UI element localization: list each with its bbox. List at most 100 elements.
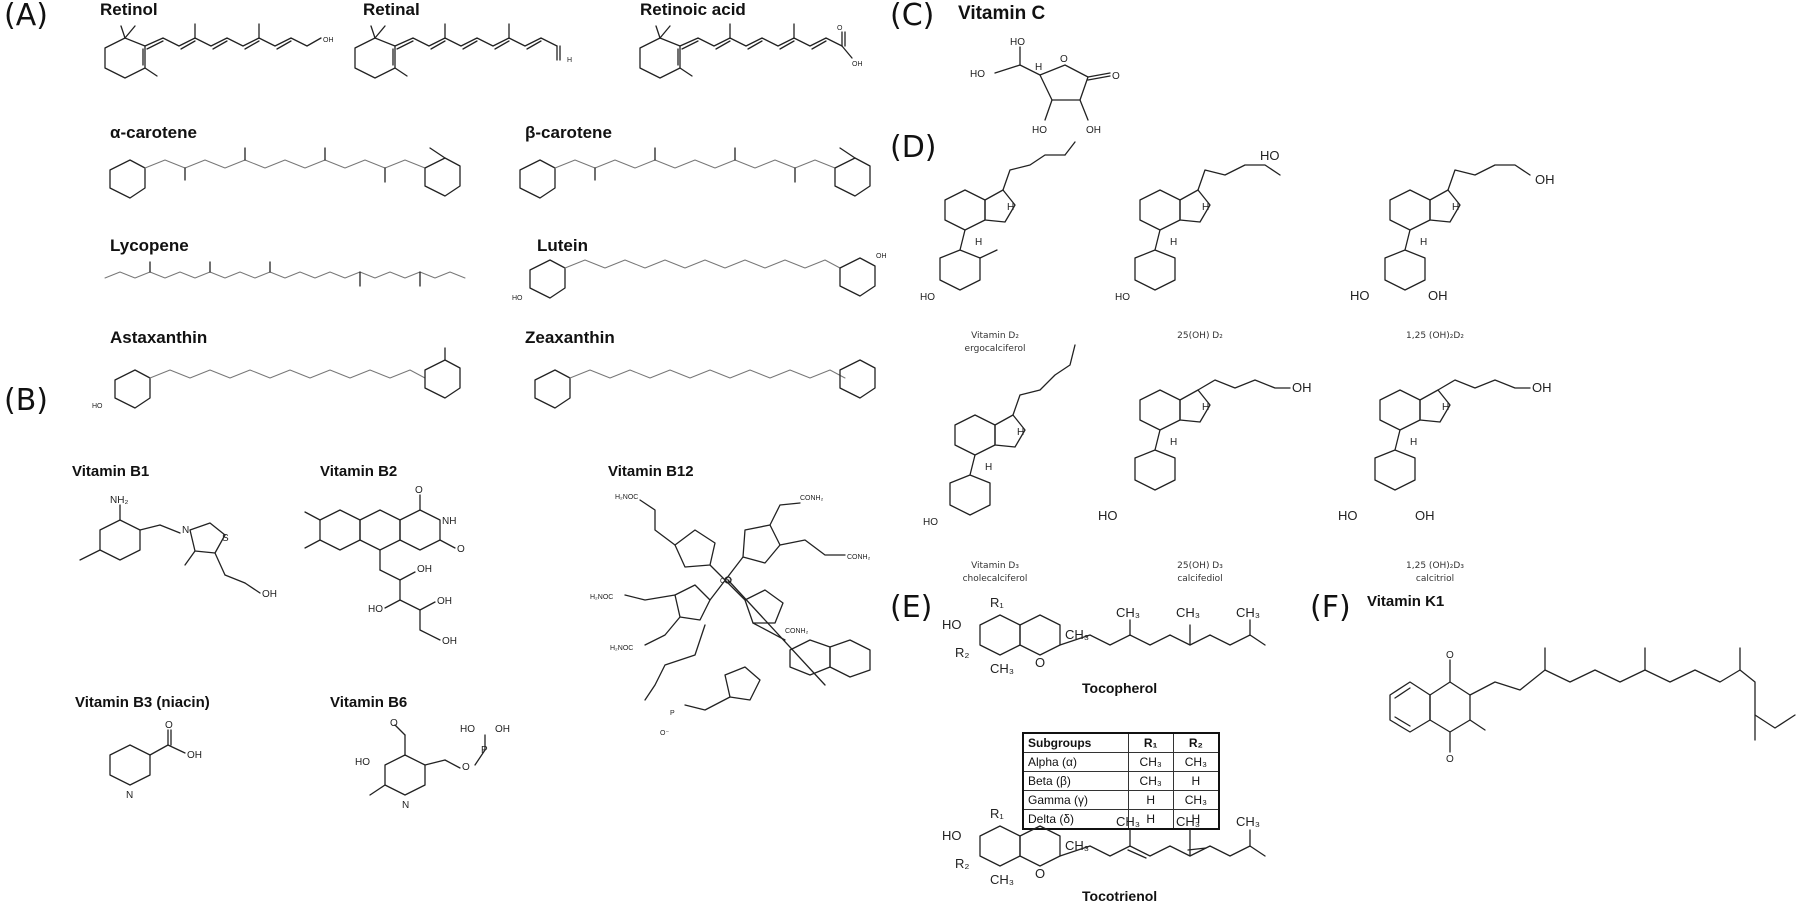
panel-label-c: (C) bbox=[890, 0, 935, 33]
caption-25oh-d3-line2: calcifediol bbox=[1177, 574, 1223, 584]
tocotrienol-title: Tocotrienol bbox=[1082, 888, 1158, 904]
caption-vitamin-d3: Vitamin D₃ cholecalciferol bbox=[945, 560, 1045, 586]
b2-o-top-label: O bbox=[415, 485, 423, 496]
panel-label-b: (B) bbox=[4, 383, 48, 418]
b2-oh-1-label: OH bbox=[417, 564, 432, 575]
alpha-carotene-title: α-carotene bbox=[110, 123, 197, 142]
b1-s-label: S bbox=[222, 533, 229, 544]
tocotrienol-ch3-2-label: CH₃ bbox=[1116, 814, 1140, 829]
table-cell: H bbox=[1127, 809, 1174, 830]
d3-h2-label: H bbox=[985, 462, 992, 473]
tocopherol-structure: HO R₁ R₂ CH₃ O CH₃ CH₃ CH₃ CH₃ bbox=[942, 595, 1266, 676]
125oh2-d2-h1-label: H bbox=[1452, 202, 1459, 213]
table-cell: Alpha (α) bbox=[1022, 752, 1129, 772]
retinoic-oh-label: OH bbox=[852, 61, 863, 68]
tocotrienol-ch3-chiral-label: CH₃ bbox=[1065, 838, 1089, 853]
d3-h1-label: H bbox=[1017, 427, 1024, 438]
lutein-oh-label: OH bbox=[876, 253, 887, 260]
vitc-ho-left-label: HO bbox=[970, 69, 985, 80]
caption-vitamin-d2: Vitamin D₂ ergocalciferol bbox=[945, 330, 1045, 356]
caption-vitamin-d2-line1: Vitamin D₂ bbox=[971, 331, 1019, 341]
b12-conh2-right-label: CONH₂ bbox=[847, 554, 871, 561]
b12-o-minus-label: O⁻ bbox=[660, 730, 669, 737]
b2-ho-label: HO bbox=[368, 604, 383, 615]
125oh2-d2-h2-label: H bbox=[1420, 237, 1427, 248]
retinol-structure: OH bbox=[104, 23, 334, 79]
tocopherol-ch3-ring-label: CH₃ bbox=[990, 661, 1014, 676]
b1-oh-label: OH bbox=[262, 589, 277, 600]
table-cell: Gamma (γ) bbox=[1022, 790, 1129, 810]
table-cell: H bbox=[1172, 771, 1220, 791]
table-cell: CH₃ bbox=[1127, 771, 1174, 791]
b2-oh-3-label: OH bbox=[442, 636, 457, 647]
125oh2-d3-oh-ring-label: OH bbox=[1415, 508, 1435, 523]
retinol-title: Retinol bbox=[100, 0, 158, 19]
retinoic-acid-structure: O OH bbox=[639, 23, 863, 79]
astaxanthin-ho-label: HO bbox=[92, 403, 103, 410]
25oh-d3-h2-label: H bbox=[1170, 437, 1177, 448]
25oh-d2-ho-ring-label: HO bbox=[1115, 292, 1130, 303]
table-cell: CH₃ bbox=[1172, 790, 1220, 810]
vitamin-k1-title: Vitamin K1 bbox=[1367, 593, 1445, 610]
vitamin-b2-title: Vitamin B2 bbox=[320, 463, 398, 480]
vitamin-b1-title: Vitamin B1 bbox=[72, 463, 150, 480]
table-cell: H bbox=[1172, 809, 1220, 830]
lycopene-title: Lycopene bbox=[110, 236, 189, 255]
tocopherol-r2-label: R₂ bbox=[955, 645, 969, 660]
25oh-d2-structure: HO H H HO bbox=[1115, 148, 1281, 303]
vitc-ring-o-label: O bbox=[1060, 54, 1068, 65]
b12-conh2-top-label: CONH₂ bbox=[800, 495, 824, 502]
vitamin-d2-structure: H H HO bbox=[920, 141, 1076, 303]
panel-label-e: (E) bbox=[890, 590, 933, 625]
table-header-subgroups: Subgroups bbox=[1022, 732, 1129, 753]
b12-h2noc-top-label: H₂NOC bbox=[615, 494, 638, 501]
vitamin-b6-structure: O HO N O P HO OH bbox=[355, 718, 510, 811]
vitc-h-label: H bbox=[1035, 62, 1042, 73]
beta-carotene-structure bbox=[519, 147, 871, 199]
tocopherol-ch3-3-label: CH₃ bbox=[1176, 605, 1200, 620]
tocotrienol-ch3-4-label: CH₃ bbox=[1236, 814, 1260, 829]
vitamin-b3-title: Vitamin B3 (niacin) bbox=[75, 694, 210, 711]
lycopene-structure bbox=[104, 261, 466, 287]
caption-vitamin-d3-line2: cholecalciferol bbox=[962, 574, 1028, 584]
vitamin-b12-title: Vitamin B12 bbox=[608, 463, 694, 480]
lutein-title: Lutein bbox=[537, 236, 588, 255]
table-cell: Beta (β) bbox=[1022, 771, 1129, 791]
25oh-d3-structure: OH H H HO bbox=[1098, 379, 1312, 523]
b6-o-label: O bbox=[390, 718, 398, 729]
tocopherol-ho-label: HO bbox=[942, 617, 962, 632]
b6-ho-p-label: HO bbox=[460, 724, 475, 735]
table-row: Gamma (γ) H CH₃ bbox=[1022, 790, 1220, 810]
vitamin-b12-structure: H₂NOC CONH₂ CONH₂ H₂NOC H₂NOC Co⁺ CONH₂ … bbox=[590, 494, 871, 737]
25oh-d2-ho-label: HO bbox=[1260, 148, 1280, 163]
tocotrienol-r2-label: R₂ bbox=[955, 856, 969, 871]
tocopherol-o-label: O bbox=[1035, 655, 1045, 670]
caption-125oh2-d3-line2: calcitriol bbox=[1415, 574, 1455, 584]
b12-h2noc-bottom-label: H₂NOC bbox=[610, 645, 633, 652]
b6-o-bridge-label: O bbox=[462, 762, 470, 773]
caption-125oh2-d2-line1: 1,25 (OH)₂D₂ bbox=[1406, 331, 1464, 341]
b12-cobalt-label: Co⁺ bbox=[720, 578, 733, 585]
retinoic-acid-title: Retinoic acid bbox=[640, 0, 746, 19]
25oh-d2-h1-label: H bbox=[1202, 202, 1209, 213]
table-cell: CH₃ bbox=[1172, 752, 1220, 772]
retinol-oh-label: OH bbox=[323, 37, 334, 44]
125oh2-d3-oh-label: OH bbox=[1532, 380, 1552, 395]
tocotrienol-o-label: O bbox=[1035, 866, 1045, 881]
table-row: Alpha (α) CH₃ CH₃ bbox=[1022, 752, 1220, 772]
zeaxanthin-structure bbox=[534, 359, 876, 409]
vitamin-b2-structure: O NH O OH HO OH OH bbox=[304, 485, 465, 647]
b1-nh2-label: NH₂ bbox=[110, 495, 128, 506]
tocotrienol-ch3-ring-label: CH₃ bbox=[990, 872, 1014, 887]
panel-label-d: (D) bbox=[890, 130, 937, 165]
retinal-title: Retinal bbox=[363, 0, 420, 19]
alpha-carotene-structure bbox=[109, 147, 461, 199]
caption-25oh-d2-line1: 25(OH) D₂ bbox=[1177, 331, 1223, 341]
b3-oh-label: OH bbox=[187, 750, 202, 761]
25oh-d3-h1-label: H bbox=[1202, 402, 1209, 413]
panel-label-a: (A) bbox=[4, 0, 48, 33]
caption-125oh2-d3-line1: 1,25 (OH)₂D₃ bbox=[1406, 561, 1464, 571]
retinal-h-label: H bbox=[567, 57, 572, 64]
b6-oh-p-label: OH bbox=[495, 724, 510, 735]
d2-h2-label: H bbox=[975, 237, 982, 248]
